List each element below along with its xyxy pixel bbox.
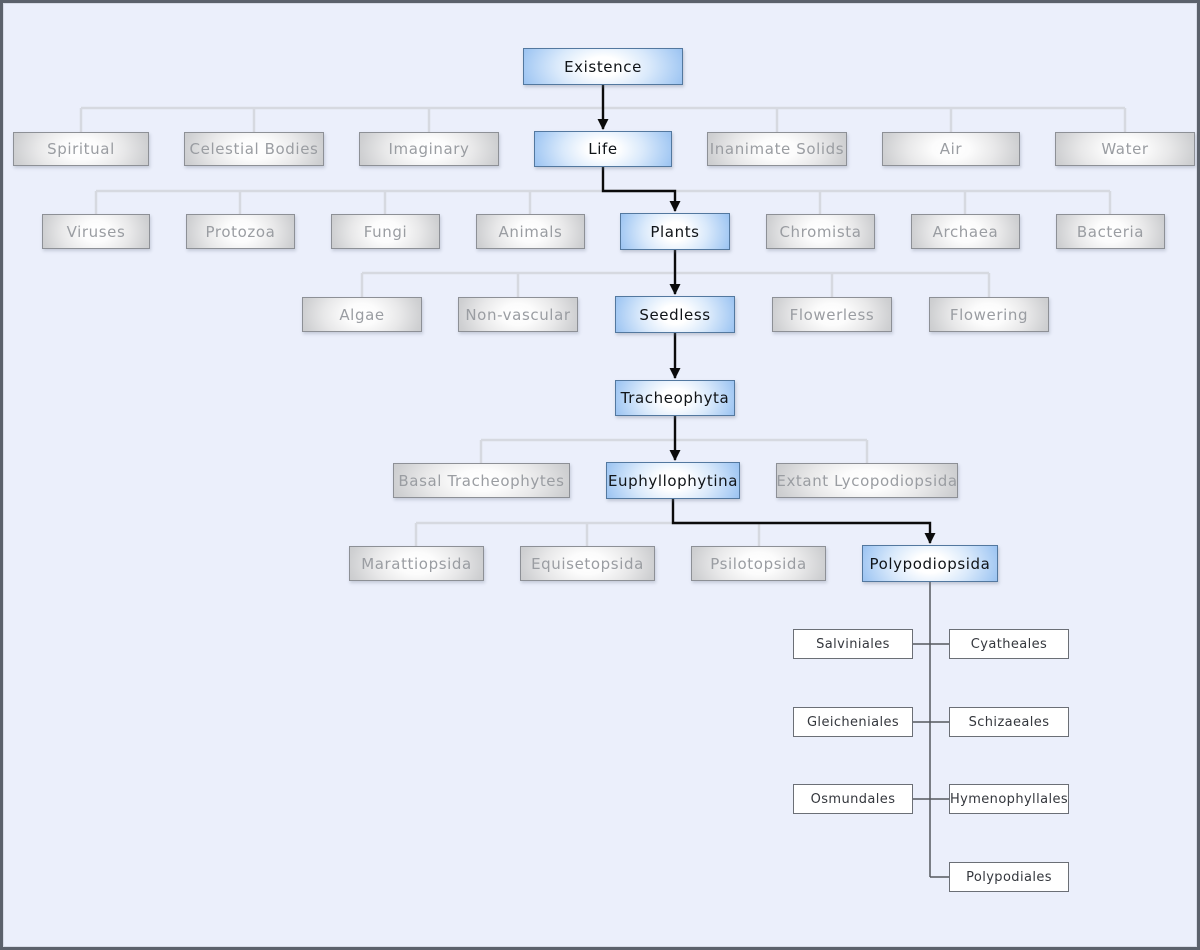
node-seedless[interactable]: Seedless [615, 296, 735, 333]
node-label-tracheophyta: Tracheophyta [620, 389, 730, 407]
node-schizaeales[interactable]: Schizaeales [949, 707, 1069, 737]
node-label-psilotopsida: Psilotopsida [710, 554, 807, 573]
node-archaea[interactable]: Archaea [911, 214, 1020, 249]
node-label-imaginary: Imaginary [388, 140, 470, 158]
node-algae[interactable]: Algae [302, 297, 422, 332]
node-label-equisetopsida: Equisetopsida [531, 554, 644, 573]
node-label-fungi: Fungi [363, 222, 408, 241]
node-non-vascular[interactable]: Non-vascular [458, 297, 578, 332]
node-inanimate-solids[interactable]: Inanimate Solids [707, 132, 847, 166]
node-equisetopsida[interactable]: Equisetopsida [520, 546, 655, 581]
node-label-viruses: Viruses [66, 222, 126, 241]
node-label-spiritual: Spiritual [47, 140, 115, 158]
node-label-schizaeales: Schizaeales [968, 714, 1050, 730]
node-label-plants: Plants [650, 222, 700, 241]
node-euphyllophytina[interactable]: Euphyllophytina [606, 462, 740, 499]
node-label-life: Life [588, 140, 618, 158]
node-fungi[interactable]: Fungi [331, 214, 440, 249]
node-chromista[interactable]: Chromista [766, 214, 875, 249]
node-label-non-vascular: Non-vascular [465, 305, 571, 324]
node-label-existence: Existence [564, 57, 642, 76]
node-label-flowerless: Flowerless [789, 305, 875, 324]
node-label-hymenophyllales: Hymenophyllales [949, 791, 1069, 807]
node-label-seedless: Seedless [639, 305, 711, 324]
node-label-euphyllophytina: Euphyllophytina [607, 471, 739, 490]
node-label-bacteria: Bacteria [1076, 222, 1145, 241]
node-label-extant-lycopodiopsida: Extant Lycopodiopsida [776, 471, 958, 490]
node-label-salviniales: Salviniales [816, 636, 890, 652]
node-label-basal-tracheophytes: Basal Tracheophytes [398, 471, 565, 490]
node-polypodiales[interactable]: Polypodiales [949, 862, 1069, 892]
node-label-chromista: Chromista [779, 222, 862, 241]
node-hymenophyllales[interactable]: Hymenophyllales [949, 784, 1069, 814]
node-label-marattiopsida: Marattiopsida [361, 554, 472, 573]
node-viruses[interactable]: Viruses [42, 214, 150, 249]
node-label-osmundales: Osmundales [810, 791, 896, 807]
node-label-gleicheniales: Gleicheniales [806, 714, 900, 730]
node-label-celestial-bodies: Celestial Bodies [189, 140, 319, 158]
node-label-flowering: Flowering [949, 305, 1029, 324]
node-life[interactable]: Life [534, 131, 672, 167]
node-existence[interactable]: Existence [523, 48, 683, 85]
node-imaginary[interactable]: Imaginary [359, 132, 499, 166]
node-polypodiopsida[interactable]: Polypodiopsida [862, 545, 998, 582]
node-cyatheales[interactable]: Cyatheales [949, 629, 1069, 659]
node-label-protozoa: Protozoa [205, 222, 276, 241]
node-label-archaea: Archaea [932, 222, 999, 241]
node-gleicheniales[interactable]: Gleicheniales [793, 707, 913, 737]
node-marattiopsida[interactable]: Marattiopsida [349, 546, 484, 581]
node-plants[interactable]: Plants [620, 213, 730, 250]
node-water[interactable]: Water [1055, 132, 1195, 166]
node-flowering[interactable]: Flowering [929, 297, 1049, 332]
node-protozoa[interactable]: Protozoa [186, 214, 295, 249]
node-label-polypodiopsida: Polypodiopsida [869, 554, 991, 573]
node-salviniales[interactable]: Salviniales [793, 629, 913, 659]
node-label-inanimate-solids: Inanimate Solids [709, 140, 845, 158]
node-spiritual[interactable]: Spiritual [13, 132, 149, 166]
node-osmundales[interactable]: Osmundales [793, 784, 913, 814]
node-label-air: Air [939, 140, 963, 158]
node-psilotopsida[interactable]: Psilotopsida [691, 546, 826, 581]
node-animals[interactable]: Animals [476, 214, 585, 249]
node-label-polypodiales: Polypodiales [966, 869, 1052, 885]
node-extant-lycopodiopsida[interactable]: Extant Lycopodiopsida [776, 463, 958, 498]
node-flowerless[interactable]: Flowerless [772, 297, 892, 332]
node-layer: Existence Spiritual Celestial Bodies Ima… [3, 3, 1197, 947]
node-bacteria[interactable]: Bacteria [1056, 214, 1165, 249]
node-celestial-bodies[interactable]: Celestial Bodies [184, 132, 324, 166]
node-label-water: Water [1101, 140, 1149, 158]
node-air[interactable]: Air [882, 132, 1020, 166]
node-label-cyatheales: Cyatheales [970, 636, 1048, 652]
node-label-algae: Algae [339, 305, 385, 324]
node-tracheophyta[interactable]: Tracheophyta [615, 380, 735, 416]
node-basal-tracheophytes[interactable]: Basal Tracheophytes [393, 463, 570, 498]
node-label-animals: Animals [498, 222, 563, 241]
